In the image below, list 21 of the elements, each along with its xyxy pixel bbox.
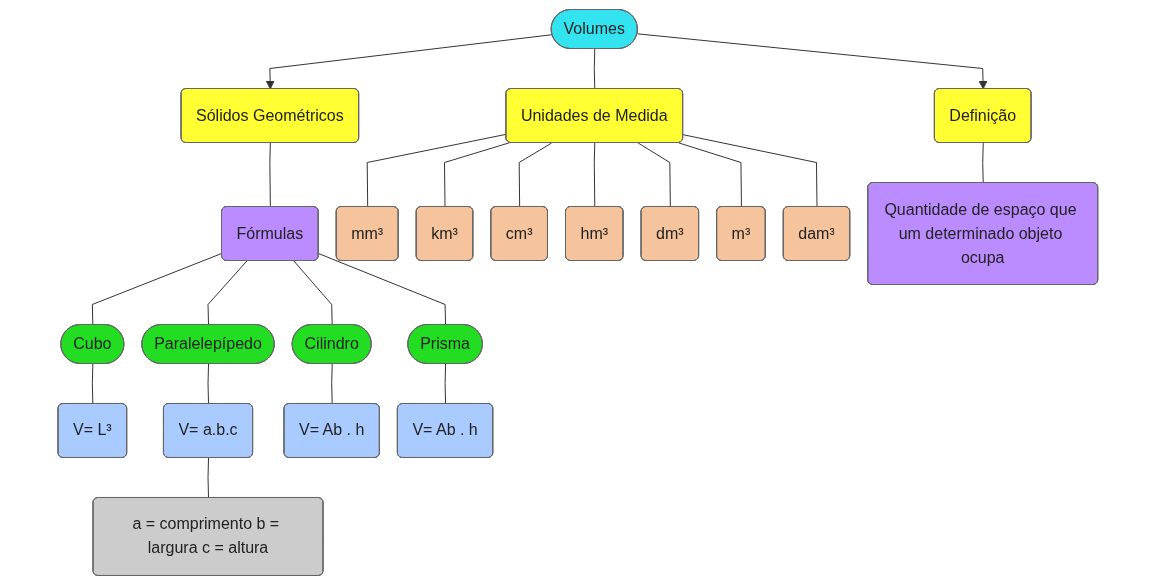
connector	[518, 142, 552, 208]
connector	[444, 363, 446, 405]
connector	[207, 260, 247, 326]
connector	[293, 260, 333, 326]
connector	[443, 142, 510, 208]
connector	[317, 253, 446, 326]
connector	[91, 252, 223, 326]
connector	[981, 142, 984, 184]
arrow	[265, 34, 553, 90]
connector	[678, 142, 742, 208]
connector	[593, 48, 595, 90]
arrow	[636, 33, 988, 90]
connector	[682, 134, 818, 208]
connector	[366, 133, 507, 208]
connector	[330, 363, 333, 405]
connector	[207, 363, 209, 405]
connector	[207, 457, 209, 499]
connector	[593, 142, 595, 208]
connector	[269, 142, 271, 208]
connector	[91, 363, 93, 405]
connector	[637, 142, 671, 208]
